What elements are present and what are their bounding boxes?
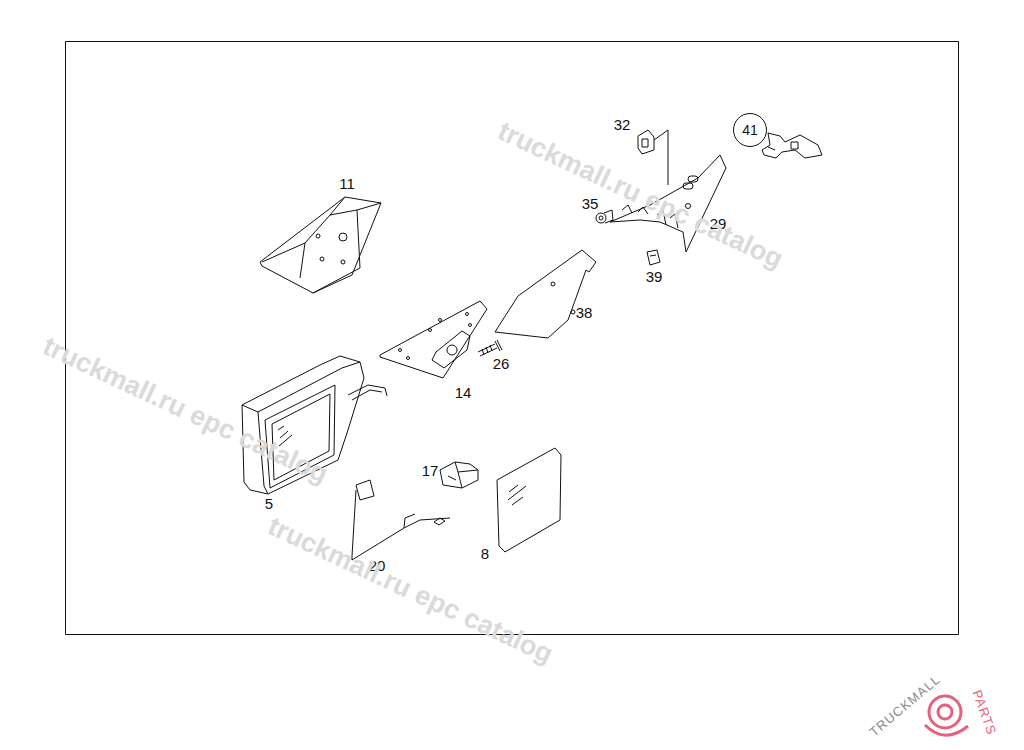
callout-number: 11 (339, 176, 355, 191)
callout-number: 39 (646, 269, 663, 284)
clip-17 (440, 462, 478, 488)
cap-41 (762, 133, 822, 158)
callout-number: 38 (576, 305, 593, 320)
callout-number: 5 (265, 496, 273, 511)
clip-39 (647, 250, 660, 265)
mirror-plate (380, 301, 487, 378)
spacer-35 (596, 210, 613, 223)
logo-text: PARTS (971, 688, 999, 737)
bolt (478, 340, 502, 356)
gasket (495, 250, 596, 338)
callout-number: 35 (582, 196, 599, 211)
callout-number: 26 (493, 356, 510, 371)
callout-number: 17 (422, 463, 439, 478)
callout-circle: 41 (733, 113, 767, 147)
watermark: truckmall.ru epc catalog (39, 332, 332, 488)
clip-32 (638, 130, 668, 185)
callout-number: 32 (614, 117, 631, 132)
callout-number: 41 (742, 123, 758, 137)
frame (66, 42, 959, 635)
mirror-base-housing (260, 197, 381, 293)
wire-harness (352, 480, 450, 560)
logo-gear (925, 696, 968, 735)
mirror-glass (497, 448, 561, 552)
callout-number: 14 (455, 385, 472, 400)
logo-text: TRUCKMALL (867, 672, 943, 738)
watermark: truckmall.ru epc catalog (264, 512, 557, 668)
callout-number: 8 (481, 546, 489, 561)
